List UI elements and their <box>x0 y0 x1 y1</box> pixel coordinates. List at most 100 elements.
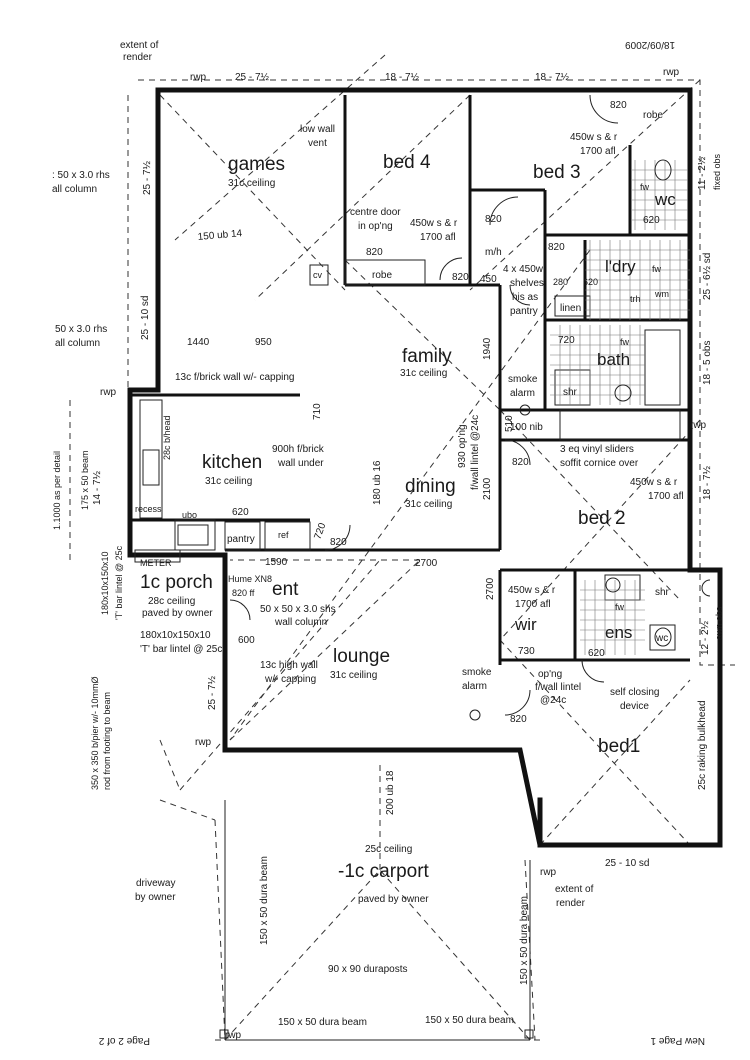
hume-door-note: Hume XN8 <box>228 574 272 584</box>
room-wc: wc <box>654 190 676 209</box>
carport-post <box>524 1029 534 1039</box>
roof-lines <box>69 54 735 1041</box>
dim-2100: 2100 <box>482 477 493 500</box>
lounge-ceiling: 31c ceiling <box>330 670 377 681</box>
dim-200ub18: 200 ub 18 <box>385 770 396 815</box>
opening-note: 930 op'ng <box>457 424 468 468</box>
centre-door-note: centre door <box>350 207 401 218</box>
brick-under-note: 900h f/brick <box>272 444 325 455</box>
room-carport: -1c carport <box>338 861 430 882</box>
fw-label: fw <box>620 337 630 347</box>
self-closing-note: self closing <box>610 687 659 698</box>
dim-left-upper: 25 - 7½ <box>142 160 153 195</box>
lintel-note-2: 180x10x150x10 <box>140 630 211 641</box>
porch-paved: paved by owner <box>142 608 213 619</box>
room-entry: ent <box>272 579 299 600</box>
centre-door-note: in op'ng <box>358 221 393 232</box>
self-closing-note: device <box>620 701 649 712</box>
meter-label: METER <box>140 558 172 568</box>
smoke-alarm-note: smoke <box>508 374 538 385</box>
beam-left: 150 x 50 dura beam <box>259 856 270 945</box>
internal-walls <box>130 95 690 665</box>
dim-left-mid: 25 - 10 sd <box>140 296 151 340</box>
posts-note: 90 x 90 duraposts <box>328 964 408 975</box>
room-ens-wc: wc <box>655 633 668 644</box>
robe-bed4: robe <box>372 270 392 281</box>
dim-right-bed2: 18 - 7½ <box>702 465 713 500</box>
opening-note-2: f/wall lintel <box>535 682 581 693</box>
toilet-icon <box>654 627 672 647</box>
manhole-label: m/h <box>485 247 502 258</box>
dim-right-ens: 12 - 2½ <box>700 620 711 655</box>
trough-label: trh <box>630 294 641 304</box>
shelves-note: his as <box>512 292 538 303</box>
page-footer-left: Page 2 of 2 <box>98 1035 150 1046</box>
shs-note: wall column <box>274 617 327 628</box>
lintel-note-1: 'T' bar lintel @ 25c <box>114 545 124 620</box>
door-280: 280 <box>553 277 568 287</box>
rwp-label: rwp <box>225 1030 242 1041</box>
porch-ceiling: 28c ceiling <box>148 596 195 607</box>
smoke-alarm-icon <box>469 709 481 721</box>
dim-730: 730 <box>518 646 535 657</box>
room-wir: wir <box>514 615 537 634</box>
smoke-alarm-note: smoke <box>462 667 492 678</box>
bulkhead-note: 28c b/head <box>162 415 172 460</box>
dining-ceiling: 31c ceiling <box>405 499 452 510</box>
family-ceiling: 31c ceiling <box>400 368 447 379</box>
door-620: 620 <box>232 507 249 518</box>
shelves-note: shelves <box>510 278 544 289</box>
cv-label: cv <box>313 270 323 280</box>
awn-obs-note: awn obs <box>714 606 724 640</box>
carport-structure <box>219 800 534 1041</box>
beam-right: 150 x 50 dura beam <box>519 896 530 985</box>
hume-door-note: 820 ff <box>232 588 255 598</box>
wall-detail-note: 175 x 50 beam <box>80 450 90 510</box>
dim-2700: 2700 <box>415 558 438 569</box>
room-bed4: bed 4 <box>383 152 431 173</box>
room-family: family <box>402 346 452 367</box>
wall-detail-note: 1.1000 as per detail <box>52 451 62 530</box>
column-note-1: : 50 x 3.0 rhs <box>52 170 110 181</box>
cooktop-icon <box>177 524 209 546</box>
door-820: 820 <box>510 714 527 725</box>
room-bed3: bed 3 <box>533 162 581 183</box>
door-820: 820 <box>610 100 627 111</box>
rwp-label: rwp <box>195 737 212 748</box>
smoke-alarm-note: alarm <box>510 388 535 399</box>
door-820: 820 <box>548 242 565 253</box>
carport-post <box>219 1029 229 1039</box>
room-bed1: bed1 <box>598 736 640 757</box>
dim-left-lower: 25 - 7½ <box>207 675 218 710</box>
fridge-label: ref <box>278 530 289 540</box>
wardrobe-bed3: 450w s & r <box>570 132 618 143</box>
robe-bed3: robe <box>643 110 663 121</box>
extent-render-top-1: extent of <box>120 40 159 51</box>
beam-bottom: 150 x 50 dura beam <box>425 1015 514 1026</box>
fw-label: fw <box>640 182 650 192</box>
room-games: games <box>228 154 285 175</box>
pier-note: rod from footing to beam <box>102 692 112 790</box>
kitchen-ceiling: 31c ceiling <box>205 476 252 487</box>
lintel-note-2: 'T' bar lintel @ 25c <box>140 644 222 655</box>
ubo-label: ubo <box>182 510 197 520</box>
door-820: 820 <box>512 457 529 468</box>
rwp-label: rwp <box>663 67 680 78</box>
door-720: 720 <box>312 521 328 541</box>
rwp-label: rwp <box>190 72 207 83</box>
column-note-2: 50 x 3.0 rhs <box>55 324 107 335</box>
dim-150ub14: 150 ub 14 <box>197 228 243 243</box>
dim-1940: 1940 <box>482 337 493 360</box>
dim-2700: 2700 <box>485 577 496 600</box>
basin-icon <box>614 384 632 402</box>
wardrobe-bed3: 1700 afl <box>580 146 616 157</box>
wardrobe-wir: 450w s & r <box>508 585 556 596</box>
wet-area-tiles <box>550 160 690 655</box>
room-laundry: l'dry <box>605 257 636 276</box>
dim-right-upper: 11 - 2½ <box>697 156 708 190</box>
dim-right-mid: 25 - 6½ sd <box>702 253 713 300</box>
extent-render-bottom: render <box>556 898 586 909</box>
room-porch: 1c porch <box>140 572 213 593</box>
column-note-1: all column <box>52 184 97 195</box>
dim-right-lower: 18 - 5 obs <box>702 341 713 385</box>
